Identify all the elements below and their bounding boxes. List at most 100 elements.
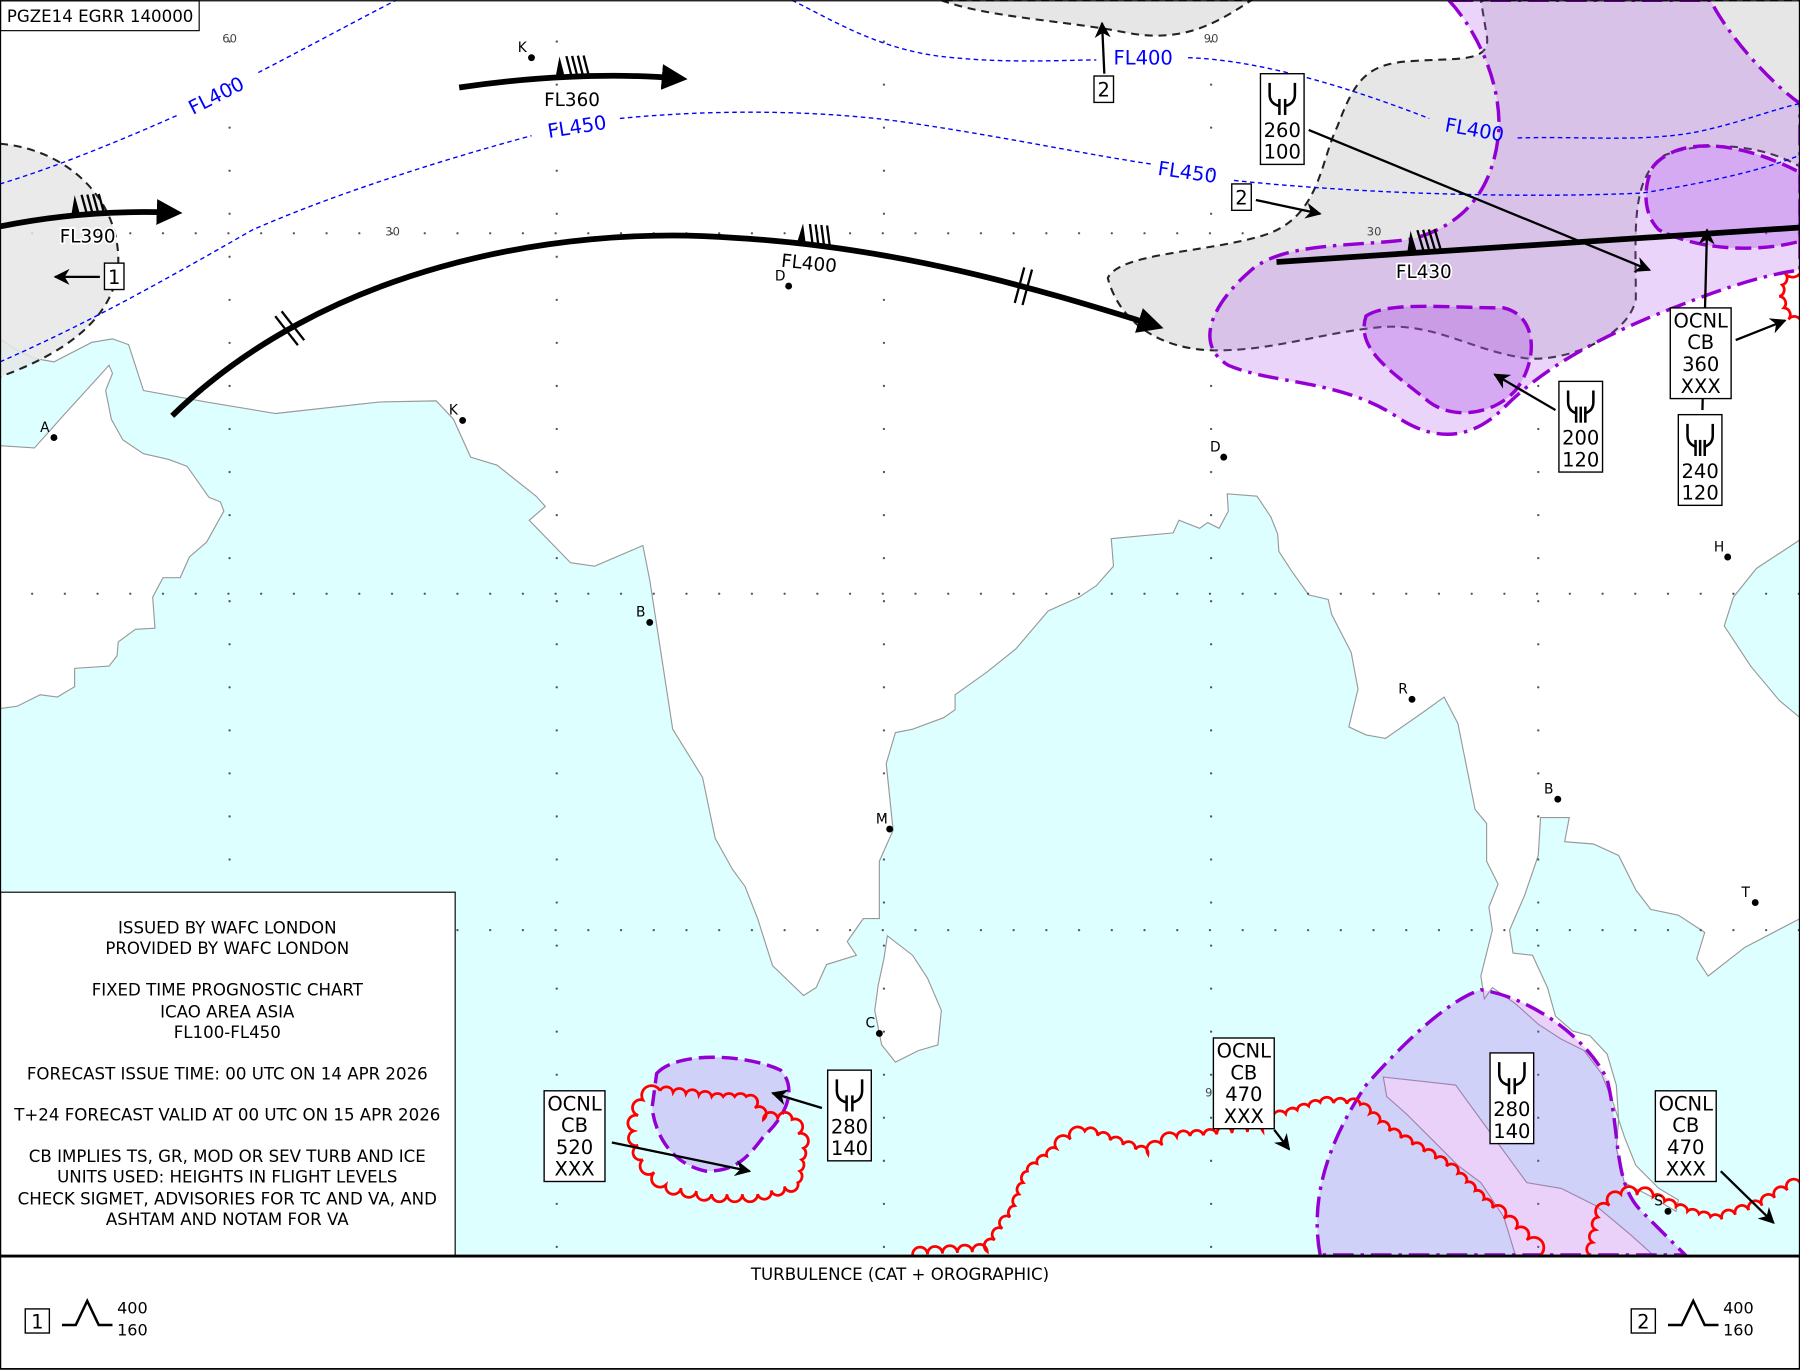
grid-dot bbox=[555, 772, 558, 775]
jet-level-label: FL390 bbox=[60, 226, 116, 247]
grid-dot bbox=[881, 592, 884, 595]
turbulence-area-2-top bbox=[940, 0, 1254, 37]
grid-dot bbox=[1176, 928, 1179, 932]
grid-dot bbox=[1537, 901, 1540, 904]
grid-dot bbox=[489, 232, 492, 235]
grid-dot bbox=[555, 1202, 558, 1206]
turbulence-ref: 1 bbox=[108, 266, 120, 289]
info-line: CB IMPLIES TS, GR, MOD OR SEV TURB AND I… bbox=[29, 1147, 426, 1166]
wind-barb bbox=[71, 193, 106, 217]
grid-dot bbox=[228, 643, 231, 646]
city-label: B bbox=[1544, 781, 1553, 797]
icing-turbulence-icon bbox=[835, 1079, 864, 1112]
legend-ref-box bbox=[24, 1308, 51, 1334]
city-dot bbox=[1408, 695, 1416, 703]
grid-dot bbox=[1209, 643, 1213, 646]
city-dot bbox=[1554, 795, 1562, 803]
grid-dot bbox=[555, 513, 558, 517]
grid-dot bbox=[555, 40, 558, 43]
land-sri-lanka bbox=[874, 934, 942, 1063]
grid-dot bbox=[1045, 232, 1048, 235]
grid-dot bbox=[914, 592, 917, 595]
grid-label: 90 bbox=[1204, 32, 1219, 46]
city-label: D bbox=[1210, 439, 1221, 455]
grid-dot bbox=[554, 592, 557, 595]
grid-dot bbox=[228, 772, 231, 775]
grid-dot bbox=[1537, 1159, 1540, 1162]
grid-dot bbox=[848, 592, 852, 595]
grid-dot bbox=[1537, 1202, 1540, 1206]
grid-dot bbox=[882, 384, 886, 388]
grid-dot bbox=[1764, 592, 1768, 595]
grid-dot bbox=[1699, 928, 1702, 932]
grid-dot bbox=[1143, 232, 1146, 235]
city-label: A bbox=[40, 420, 50, 436]
grid-dot bbox=[423, 592, 426, 595]
cb-line: XXX bbox=[1681, 375, 1721, 398]
grid-dot bbox=[1405, 928, 1408, 932]
grid-dot bbox=[129, 592, 132, 595]
grid-dot bbox=[1209, 169, 1213, 172]
grid-dot bbox=[848, 232, 852, 235]
grid-dot bbox=[1601, 928, 1604, 932]
base-level: 140 bbox=[831, 1137, 868, 1160]
bar bbox=[1021, 269, 1034, 306]
grid-dot bbox=[1208, 592, 1212, 595]
grid-dot bbox=[1470, 592, 1473, 595]
grid-dot bbox=[1077, 232, 1081, 235]
city-dot bbox=[646, 618, 654, 626]
grid-label: 30 bbox=[385, 225, 400, 239]
grid-dot bbox=[555, 686, 558, 689]
grid-dot bbox=[881, 232, 884, 235]
grid-dot bbox=[554, 928, 557, 932]
cb-area-north bbox=[1208, 0, 1800, 436]
pointer-arrow bbox=[1308, 128, 1652, 272]
grid-dot bbox=[1208, 232, 1212, 235]
grid-dot bbox=[1634, 592, 1637, 595]
cb-line: XXX bbox=[1224, 1105, 1264, 1128]
grid-dot bbox=[228, 255, 231, 258]
city-label: C bbox=[866, 1016, 876, 1032]
grid-dot bbox=[882, 944, 886, 947]
legend-base-level: 160 bbox=[117, 1320, 148, 1339]
grid-dot bbox=[882, 169, 886, 172]
grid-dot bbox=[555, 427, 558, 431]
grid-dot bbox=[1209, 1159, 1213, 1162]
tropopause-line bbox=[0, 114, 179, 185]
grid-dot bbox=[947, 232, 950, 235]
grid-dot bbox=[882, 686, 886, 689]
cb-area-south-west bbox=[650, 1055, 791, 1173]
grid-dot bbox=[228, 600, 231, 603]
grid-dot bbox=[555, 815, 558, 818]
legend-ref: 2 bbox=[1637, 1310, 1649, 1333]
grid-dot bbox=[555, 987, 558, 990]
legend-title: TURBULENCE (CAT + OROGRAPHIC) bbox=[750, 1265, 1049, 1284]
grid-dot bbox=[456, 232, 459, 235]
grid-dot bbox=[882, 83, 886, 86]
grid-dot bbox=[1209, 470, 1213, 474]
city-label: K bbox=[518, 40, 528, 56]
grid-dot bbox=[1241, 928, 1244, 932]
grid-dot bbox=[882, 729, 886, 732]
info-line: ISSUED BY WAFC LONDON bbox=[118, 919, 337, 938]
top-level: 260 bbox=[1264, 119, 1301, 142]
grid-dot bbox=[228, 513, 231, 517]
grid-dot bbox=[1110, 592, 1113, 595]
grid-dot bbox=[555, 729, 558, 732]
box-frame bbox=[543, 1090, 606, 1183]
wind-barb bbox=[796, 223, 831, 247]
grid-dot bbox=[1764, 232, 1768, 235]
grid-dot bbox=[882, 901, 886, 904]
grid-dot bbox=[228, 384, 231, 388]
grid-dot bbox=[1537, 384, 1540, 388]
icon-arms bbox=[1268, 82, 1297, 108]
grid-dot bbox=[1535, 592, 1539, 595]
grid-dot bbox=[1537, 1116, 1540, 1119]
cb-line: CB bbox=[561, 1114, 588, 1137]
icing-turbulence-icon bbox=[1497, 1062, 1526, 1095]
barb-line bbox=[1427, 229, 1436, 251]
